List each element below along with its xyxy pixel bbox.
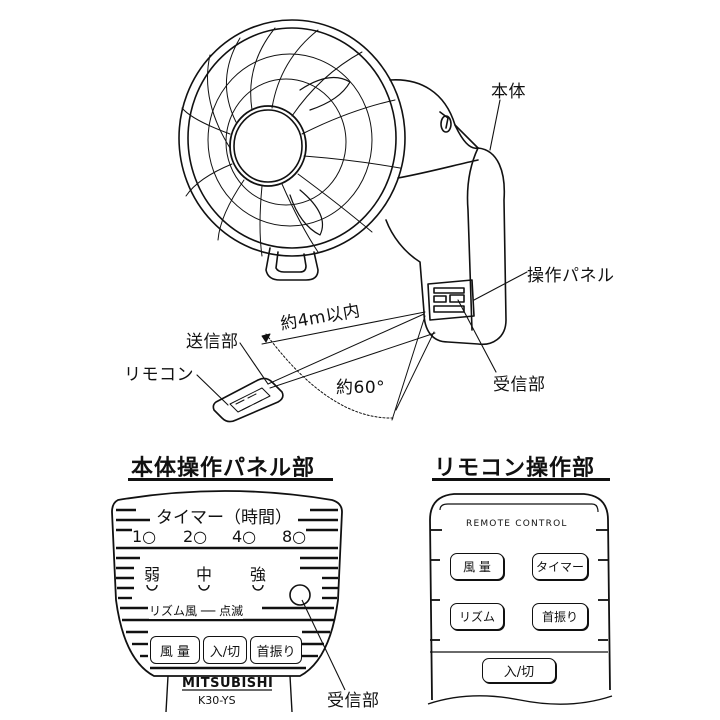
receiver-leader	[301, 599, 346, 691]
panel-power-button[interactable]: 入/切	[203, 636, 247, 664]
remote-illustration	[212, 377, 284, 423]
signal-beam	[261, 311, 436, 421]
label-remote: リモコン	[124, 365, 194, 385]
timer-2h: 2○	[183, 527, 208, 546]
brand-logo: MITSUBISHI	[182, 676, 274, 691]
fan-guard	[178, 19, 406, 257]
panel-section-title: 本体操作パネル部	[131, 456, 316, 481]
panel-receiver-label: 受信部	[327, 691, 380, 711]
speed-medium: 中	[196, 561, 213, 585]
timer-4h: 4○	[232, 527, 257, 546]
panel-receiver-window	[289, 584, 311, 606]
label-main-body: 本体	[491, 82, 526, 102]
panel-airflow-button[interactable]: 風 量	[150, 636, 200, 664]
label-angle: 約60°	[336, 378, 386, 398]
panel-swing-button[interactable]: 首振り	[250, 636, 302, 664]
speed-strong: 強	[250, 561, 267, 585]
label-receiver: 受信部	[493, 375, 546, 395]
timer-heading: タイマー（時間）	[154, 503, 294, 528]
remote-header: REMOTE CONTROL	[466, 519, 568, 529]
fan-body	[385, 79, 507, 346]
remote-section-title: リモコン操作部	[434, 456, 596, 481]
panel-title-underline	[128, 478, 333, 481]
fan-blades	[289, 76, 351, 236]
timer-1h: 1○	[132, 527, 157, 546]
remote-airflow-button[interactable]: 風 量	[450, 553, 504, 580]
remote-swing-button[interactable]: 首振り	[532, 603, 588, 630]
leader-lines	[196, 99, 528, 406]
speed-weak: 弱	[144, 561, 161, 585]
label-transmitter: 送信部	[186, 332, 239, 352]
rhythm-note: リズム風 ── 点滅	[149, 602, 244, 619]
fan-illustration	[178, 19, 528, 423]
timer-8h: 8○	[282, 527, 307, 546]
label-control-panel: 操作パネル	[527, 266, 615, 286]
model-number: K30-YS	[198, 694, 236, 707]
remote-power-button[interactable]: 入/切	[482, 658, 556, 683]
fan-handle	[265, 247, 319, 281]
remote-title-underline	[432, 478, 610, 481]
fan-guard-wires	[181, 27, 401, 257]
panel-hatching	[116, 508, 338, 670]
remote-timer-button[interactable]: タイマー	[532, 553, 588, 580]
remote-rhythm-button[interactable]: リズム	[450, 603, 504, 630]
body-control-panel	[427, 279, 475, 321]
